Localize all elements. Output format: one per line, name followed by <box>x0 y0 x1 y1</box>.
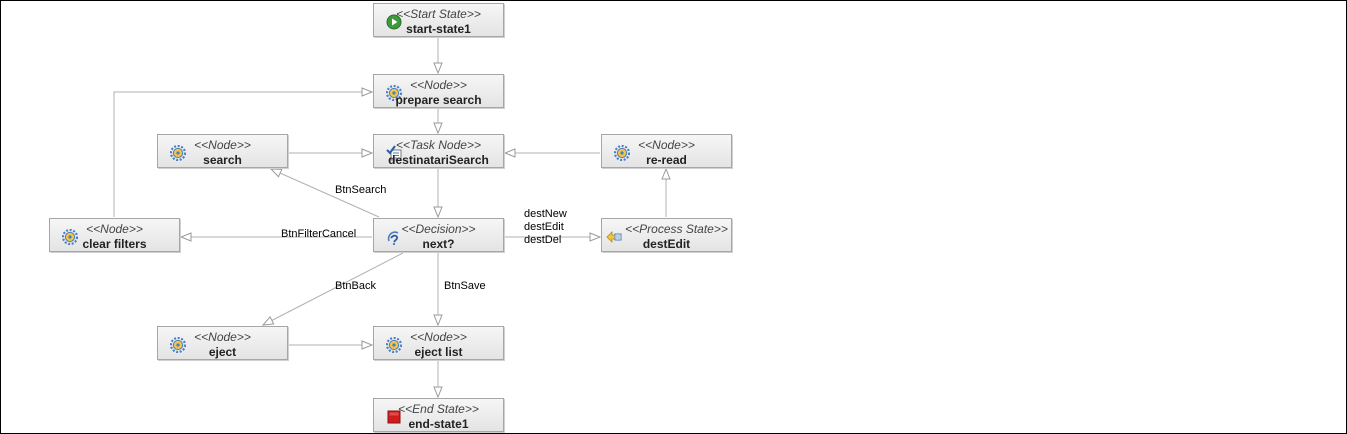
node-stereotype: <<Node>> <box>194 330 251 344</box>
task-checklist-icon <box>386 145 402 161</box>
end-state-node[interactable]: <<End State>> end-state1 <box>373 398 504 432</box>
edge-label-btn-save: BtnSave <box>444 280 486 292</box>
gear-icon <box>170 337 186 353</box>
node-name: end-state1 <box>408 417 469 431</box>
destinatari-search-task-node[interactable]: <<Task Node>> destinatariSearch <box>373 134 504 168</box>
decision-icon <box>387 231 399 245</box>
node-stereotype: <<Start State>> <box>396 7 481 21</box>
node-stereotype: <<Node>> <box>410 330 467 344</box>
prepare-search-node[interactable]: <<Node>> prepare search <box>373 74 504 108</box>
node-name: destEdit <box>642 237 691 251</box>
start-state-icon <box>386 14 402 30</box>
edge-label-btn-search: BtnSearch <box>335 184 387 196</box>
node-name: eject list <box>414 345 463 359</box>
node-stereotype: <<Task Node>> <box>396 138 481 152</box>
edge-next-to-search <box>271 169 380 218</box>
node-stereotype: <<Node>> <box>638 138 695 152</box>
node-name: eject <box>208 345 237 359</box>
edge-clear-filters-to-prepare <box>113 92 372 217</box>
node-name: start-state1 <box>406 22 471 36</box>
gear-icon <box>386 337 402 353</box>
node-name: re-read <box>646 153 687 167</box>
node-stereotype: <<Node>> <box>410 78 467 92</box>
end-state-icon <box>387 410 401 424</box>
clear-filters-node[interactable]: <<Node>> clear filters <box>49 218 180 252</box>
gear-icon <box>170 145 186 161</box>
node-stereotype: <<End State>> <box>398 402 479 416</box>
eject-node[interactable]: <<Node>> eject <box>157 326 288 360</box>
start-state-node[interactable]: <<Start State>> start-state1 <box>373 3 504 37</box>
node-stereotype: <<Process State>> <box>625 222 728 236</box>
node-name: clear filters <box>82 237 147 251</box>
next-decision-node[interactable]: <<Decision>> next? <box>373 218 504 252</box>
process-state-icon <box>606 231 622 243</box>
gear-icon <box>386 85 402 101</box>
node-name: search <box>203 153 242 167</box>
node-stereotype: <<Node>> <box>194 138 251 152</box>
node-name: destinatariSearch <box>388 153 489 167</box>
edge-label-btn-back: BtnBack <box>335 280 376 292</box>
re-read-node[interactable]: <<Node>> re-read <box>601 134 732 168</box>
edge-label-btn-filter-cancel: BtnFilterCancel <box>281 228 357 240</box>
node-name: prepare search <box>395 93 482 107</box>
gear-icon <box>614 145 630 161</box>
node-name: next? <box>422 237 455 251</box>
eject-list-node[interactable]: <<Node>> eject list <box>373 326 504 360</box>
node-stereotype: <<Decision>> <box>401 222 476 236</box>
node-stereotype: <<Node>> <box>86 222 143 236</box>
edge-next-to-eject <box>263 252 404 325</box>
search-node[interactable]: <<Node>> search <box>157 134 288 168</box>
gear-icon <box>62 229 78 245</box>
edge-label-dest-new-edit-del: destNew destEdit destDel <box>524 208 567 246</box>
dest-edit-process-state-node[interactable]: <<Process State>> destEdit <box>601 218 732 252</box>
